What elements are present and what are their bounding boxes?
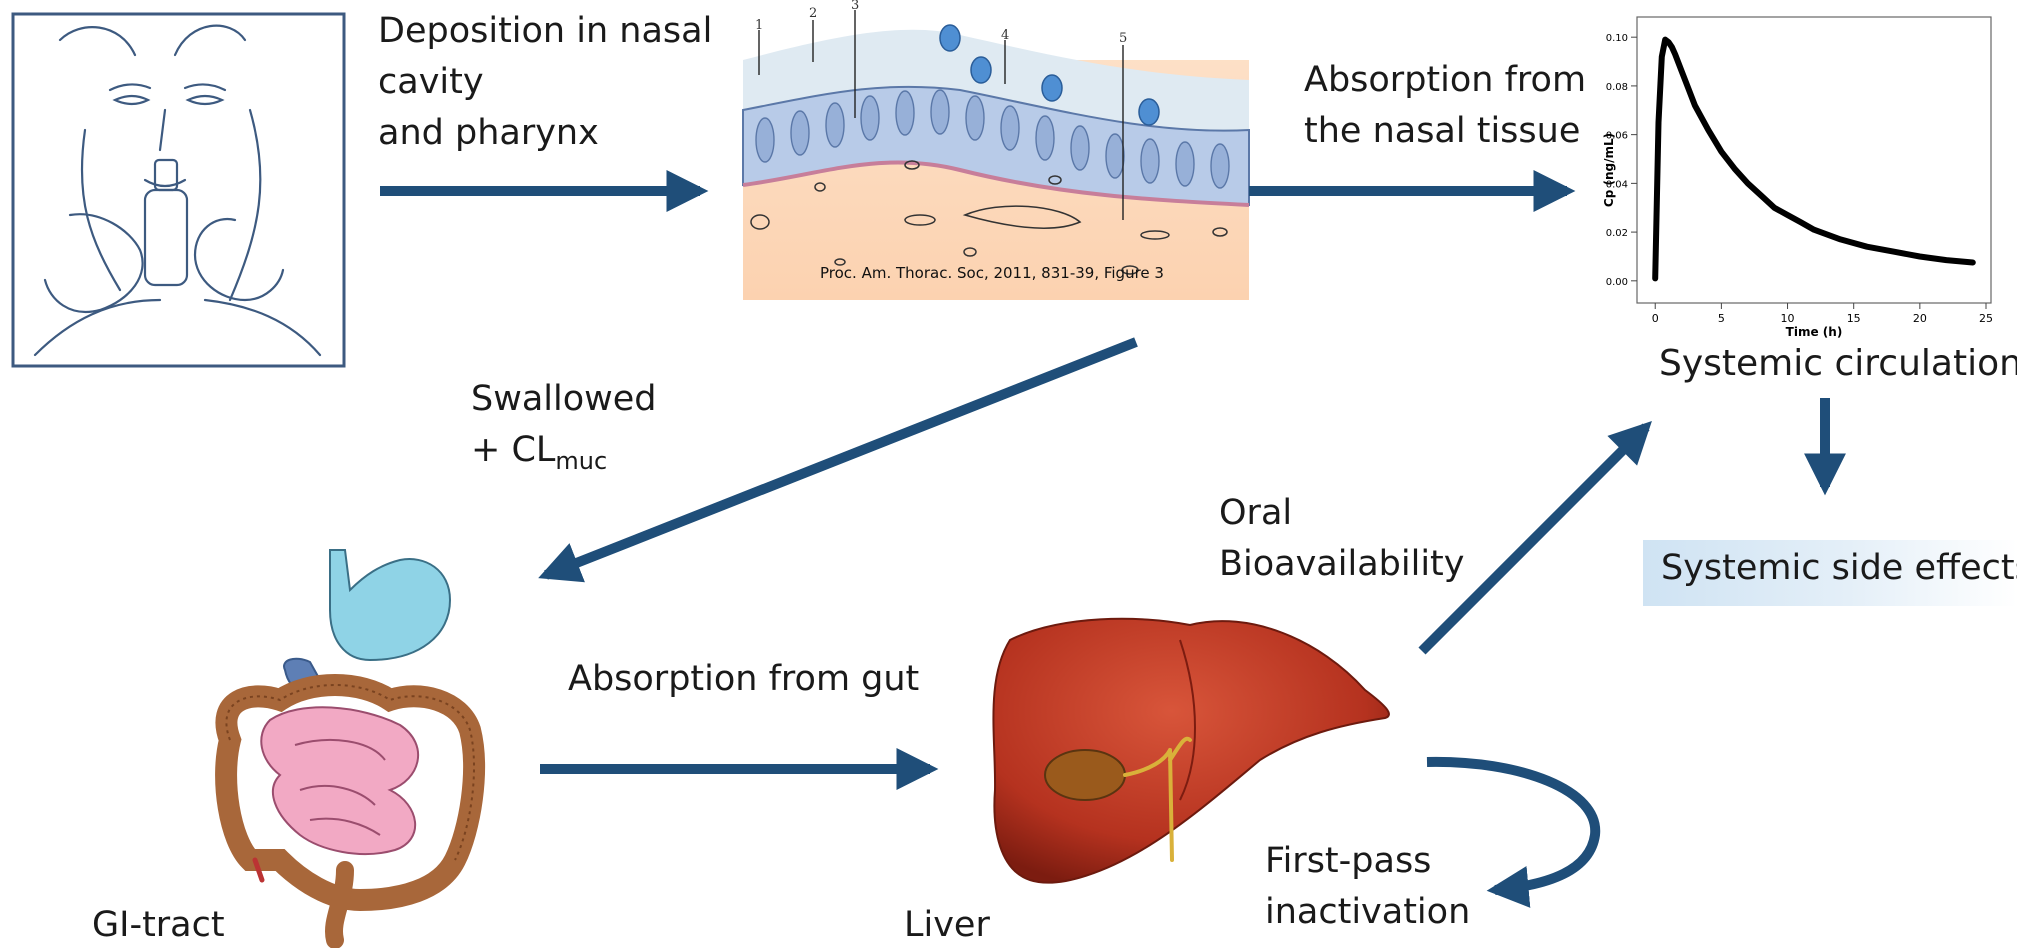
first-pass-label: First-pass inactivation: [1265, 836, 1470, 938]
figure-citation: Proc. Am. Thorac. Soc, 2011, 831-39, Fig…: [820, 264, 1164, 282]
small-intestine: [261, 707, 418, 854]
y-tick-label: 0.02: [1606, 228, 1628, 239]
nasal-epithelium-figure: 1 2 3 4 5 Proc. Am. Thorac. Soc, 2011, 8…: [743, 0, 1249, 300]
gi-tract-label: GI-tract: [92, 900, 225, 951]
nasal-spray-illustration: [13, 14, 344, 366]
oral-bioavailability-label: Oral Bioavailability: [1219, 488, 1464, 590]
layer-number-3: 3: [851, 0, 859, 13]
y-tick-label: 0.08: [1606, 82, 1628, 93]
x-tick-label: 0: [1652, 312, 1659, 325]
x-tick-label: 10: [1781, 312, 1795, 325]
liver-label: Liver: [904, 900, 990, 951]
systemic-side-effects-label: Systemic side effects: [1661, 548, 2017, 588]
layer-number-2: 2: [809, 6, 817, 21]
stomach: [330, 550, 450, 660]
swallowed-label: Swallowed + CLmuc: [471, 374, 657, 479]
x-tick-label: 5: [1718, 312, 1725, 325]
gut-absorption-label: Absorption from gut: [568, 654, 919, 705]
layer-number-1: 1: [755, 18, 763, 33]
x-tick-label: 25: [1979, 312, 1993, 325]
chart-ylabel: Cp (ng/mL): [1602, 133, 1616, 207]
systemic-circulation-label: Systemic circulation: [1659, 338, 2017, 390]
x-tick-label: 20: [1913, 312, 1927, 325]
y-tick-label: 0.00: [1606, 277, 1628, 288]
y-tick-label: 0.10: [1606, 33, 1628, 44]
gallbladder: [1045, 750, 1125, 800]
deposition-label: Deposition in nasal cavity and pharynx: [378, 6, 712, 158]
chart-xlabel: Time (h): [1786, 325, 1843, 339]
gi-tract-illustration: [226, 550, 474, 940]
layer-number-4: 4: [1001, 28, 1009, 43]
nasal-absorption-label: Absorption from the nasal tissue: [1304, 55, 1586, 157]
x-tick-label: 15: [1847, 312, 1861, 325]
systemic-side-effects-box: Systemic side effects: [1643, 540, 2017, 606]
layer-number-5: 5: [1119, 31, 1127, 46]
